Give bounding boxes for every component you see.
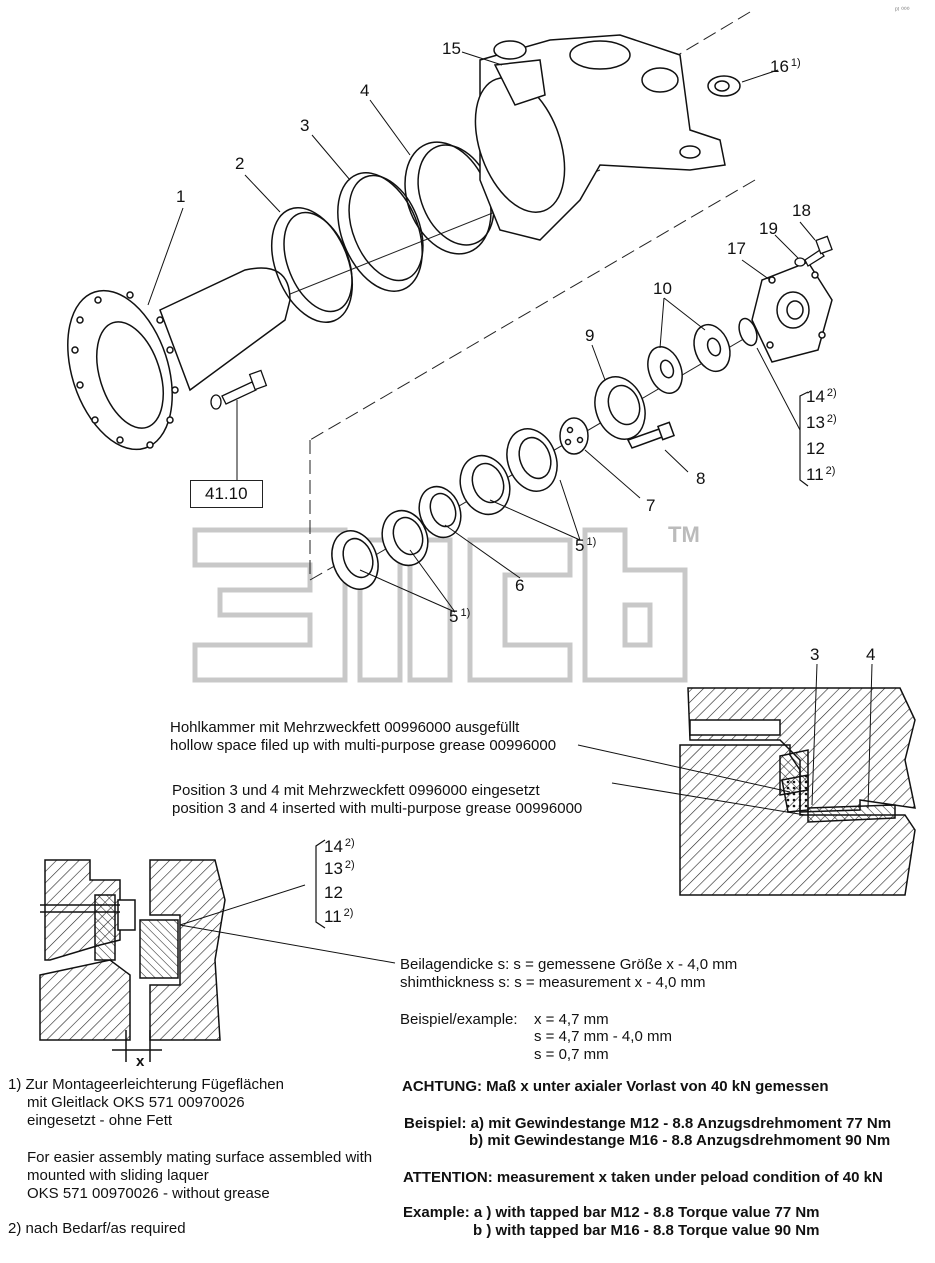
callout-8: 8 — [696, 469, 706, 488]
example-de-b: b) mit Gewindestange M16 - 8.8 Anzugsdre… — [469, 1132, 891, 1149]
detail-section-seal — [679, 687, 916, 896]
example-s-calc: s = 4,7 mm - 4,0 mm — [534, 1028, 672, 1045]
example-en-a: Example: a ) with tapped bar M12 - 8.8 T… — [403, 1204, 820, 1221]
lower-bearing-parts — [331, 317, 758, 590]
callout-15: 15 — [442, 39, 461, 58]
part-17-cover — [751, 261, 833, 363]
bolt-41-10 — [210, 369, 268, 410]
shim-12: 12 — [806, 439, 825, 458]
example-x: x = 4,7 mm — [534, 1011, 609, 1028]
footnote-1-en-line2: mounted with sliding laquer — [27, 1167, 209, 1184]
example-de-a: Beispiel: a) mit Gewindestange M12 - 8.8… — [404, 1115, 892, 1132]
detail-leaders — [577, 663, 873, 816]
detail-label-3: 3 — [810, 645, 820, 664]
callout-19: 19 — [759, 219, 778, 238]
callout-4: 4 — [360, 81, 370, 100]
callout-17: 17 — [727, 239, 746, 258]
footnote-2: 2) nach Bedarf/as required — [8, 1220, 186, 1237]
callout-7: 7 — [646, 496, 656, 515]
part-18-19-bolt — [794, 235, 833, 267]
warning-attention: ATTENTION: measurement x taken under pel… — [403, 1169, 883, 1186]
footnote-1-de-line2: mit Gleitlack OKS 571 00970026 — [27, 1094, 245, 1111]
note-shim-en: shimthickness s: s = measurement x - 4,0… — [400, 974, 706, 991]
shim-12-lower: 12 — [324, 883, 343, 902]
callout-2: 2 — [235, 154, 245, 173]
shim-bracket-lower — [315, 839, 326, 929]
warning-achtung: ACHTUNG: Maß x unter axialer Vorlast von… — [402, 1078, 829, 1095]
note-position-en: position 3 and 4 inserted with multi-pur… — [172, 800, 583, 817]
ref-box-41-10: 41.10 — [190, 480, 263, 508]
rings-2-3-4 — [271, 141, 495, 323]
callout-6: 6 — [515, 576, 525, 595]
example-label: Beispiel/example: — [400, 1011, 518, 1028]
note-shim-de: Beilagendicke s: s = gemessene Größe x -… — [400, 956, 738, 973]
example-s-result: s = 0,7 mm — [534, 1046, 609, 1063]
corner-mark: ᵖᵗ ⁰⁰⁰ — [895, 7, 910, 14]
footnote-1-en-line3: OKS 571 00970026 - without grease — [27, 1185, 270, 1202]
part-16-washer — [707, 75, 741, 97]
part-15-housing — [474, 34, 726, 241]
detail-label-4: 4 — [866, 645, 876, 664]
callout-leaders — [147, 51, 816, 613]
watermark-tm: TM — [668, 522, 700, 547]
footnote-1-de-line1: 1) Zur Montageerleichterung Fügeflächen — [8, 1076, 284, 1093]
footnote-1-en-line1: For easier assembly mating surface assem… — [27, 1149, 373, 1166]
dashed-boundary — [309, 11, 756, 581]
part-1-spindle — [67, 267, 291, 451]
note-grease-en: hollow space filed up with multi-purpose… — [170, 737, 557, 754]
detail-section-shim — [39, 859, 226, 1062]
note-grease-de: Hohlkammer mit Mehrzweckfett 00996000 au… — [170, 719, 520, 736]
example-en-b: b ) with tapped bar M16 - 8.8 Torque val… — [473, 1222, 820, 1239]
footnote-1-de-line3: eingesetzt - ohne Fett — [27, 1112, 173, 1129]
callout-3: 3 — [300, 116, 310, 135]
note-position-de: Position 3 und 4 mit Mehrzweckfett 09960… — [172, 782, 540, 799]
shim-detail-leaders — [179, 884, 396, 964]
shim-bracket-upper — [799, 391, 809, 487]
callout-18: 18 — [792, 201, 811, 220]
callout-1: 1 — [176, 187, 186, 206]
callout-9: 9 — [585, 326, 595, 345]
dimension-x-label: x — [136, 1053, 145, 1070]
callout-10: 10 — [653, 279, 672, 298]
